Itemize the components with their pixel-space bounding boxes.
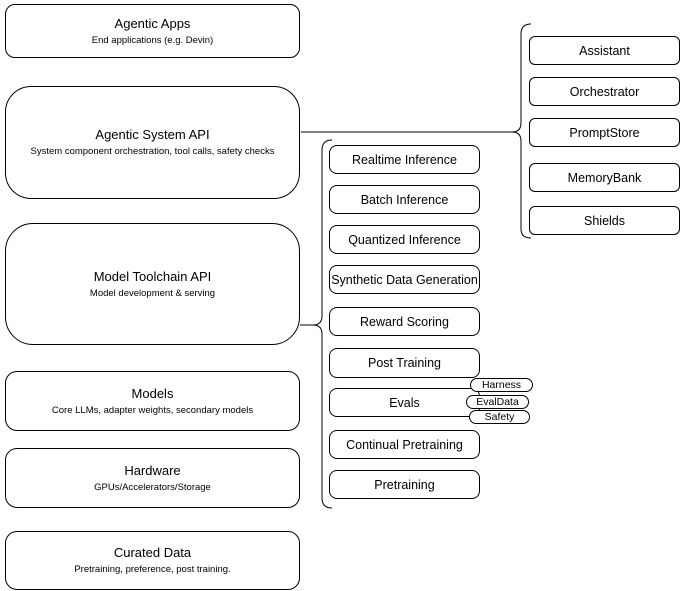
node-title: Agentic Apps bbox=[114, 15, 191, 31]
node-label: Orchestrator bbox=[569, 84, 640, 99]
node-agentic-apps: Agentic Apps End applications (e.g. Devi… bbox=[5, 4, 300, 58]
node-label: Shields bbox=[584, 213, 625, 228]
node-subtitle: System component orchestration, tool cal… bbox=[30, 146, 275, 157]
node-shields: Shields bbox=[529, 206, 680, 235]
node-curated-data: Curated Data Pretraining, preference, po… bbox=[5, 531, 300, 590]
node-title: Models bbox=[131, 385, 174, 401]
node-pretraining: Pretraining bbox=[329, 470, 480, 499]
node-promptstore: PromptStore bbox=[529, 118, 680, 147]
node-label: Synthetic Data Generation bbox=[331, 272, 478, 287]
node-evals: Evals bbox=[329, 388, 480, 417]
node-agentic-system-api: Agentic System API System component orch… bbox=[5, 86, 300, 199]
node-label: Reward Scoring bbox=[360, 314, 449, 329]
node-label: Evals bbox=[389, 395, 420, 410]
node-subtitle: Core LLMs, adapter weights, secondary mo… bbox=[51, 404, 254, 416]
node-assistant: Assistant bbox=[529, 36, 680, 65]
node-title: Hardware bbox=[124, 462, 181, 478]
pill-safety: Safety bbox=[469, 410, 530, 424]
node-models: Models Core LLMs, adapter weights, secon… bbox=[5, 371, 300, 431]
node-label: Quantized Inference bbox=[348, 232, 461, 247]
node-label: Realtime Inference bbox=[352, 152, 457, 167]
node-label: Post Training bbox=[368, 356, 441, 370]
node-post-training: Post Training bbox=[329, 348, 480, 378]
node-title: Curated Data bbox=[113, 545, 192, 560]
node-label: Assistant bbox=[579, 43, 630, 58]
pill-evaldata: EvalData bbox=[466, 395, 529, 409]
node-subtitle: End applications (e.g. Devin) bbox=[91, 34, 214, 46]
node-label: Continual Pretraining bbox=[346, 437, 463, 452]
node-label: PromptStore bbox=[569, 125, 640, 140]
node-batch-inference: Batch Inference bbox=[329, 185, 480, 214]
node-hardware: Hardware GPUs/Accelerators/Storage bbox=[5, 448, 300, 508]
node-subtitle: Pretraining, preference, post training. bbox=[74, 564, 231, 575]
node-memorybank: MemoryBank bbox=[529, 163, 680, 192]
node-label: MemoryBank bbox=[567, 170, 642, 185]
node-continual-pretraining: Continual Pretraining bbox=[329, 430, 480, 459]
node-title: Model Toolchain API bbox=[93, 268, 212, 284]
pill-harness: Harness bbox=[470, 378, 533, 392]
node-model-toolchain-api: Model Toolchain API Model development & … bbox=[5, 223, 300, 345]
node-subtitle: GPUs/Accelerators/Storage bbox=[94, 481, 211, 493]
node-subtitle: Model development & serving bbox=[89, 287, 216, 299]
node-synthetic-data-generation: Synthetic Data Generation bbox=[329, 265, 480, 294]
node-orchestrator: Orchestrator bbox=[529, 77, 680, 106]
node-realtime-inference: Realtime Inference bbox=[329, 145, 480, 174]
node-title: Agentic System API bbox=[95, 127, 210, 142]
node-reward-scoring: Reward Scoring bbox=[329, 307, 480, 336]
node-quantized-inference: Quantized Inference bbox=[329, 225, 480, 254]
node-label: Pretraining bbox=[374, 477, 435, 492]
node-label: Batch Inference bbox=[360, 192, 449, 207]
